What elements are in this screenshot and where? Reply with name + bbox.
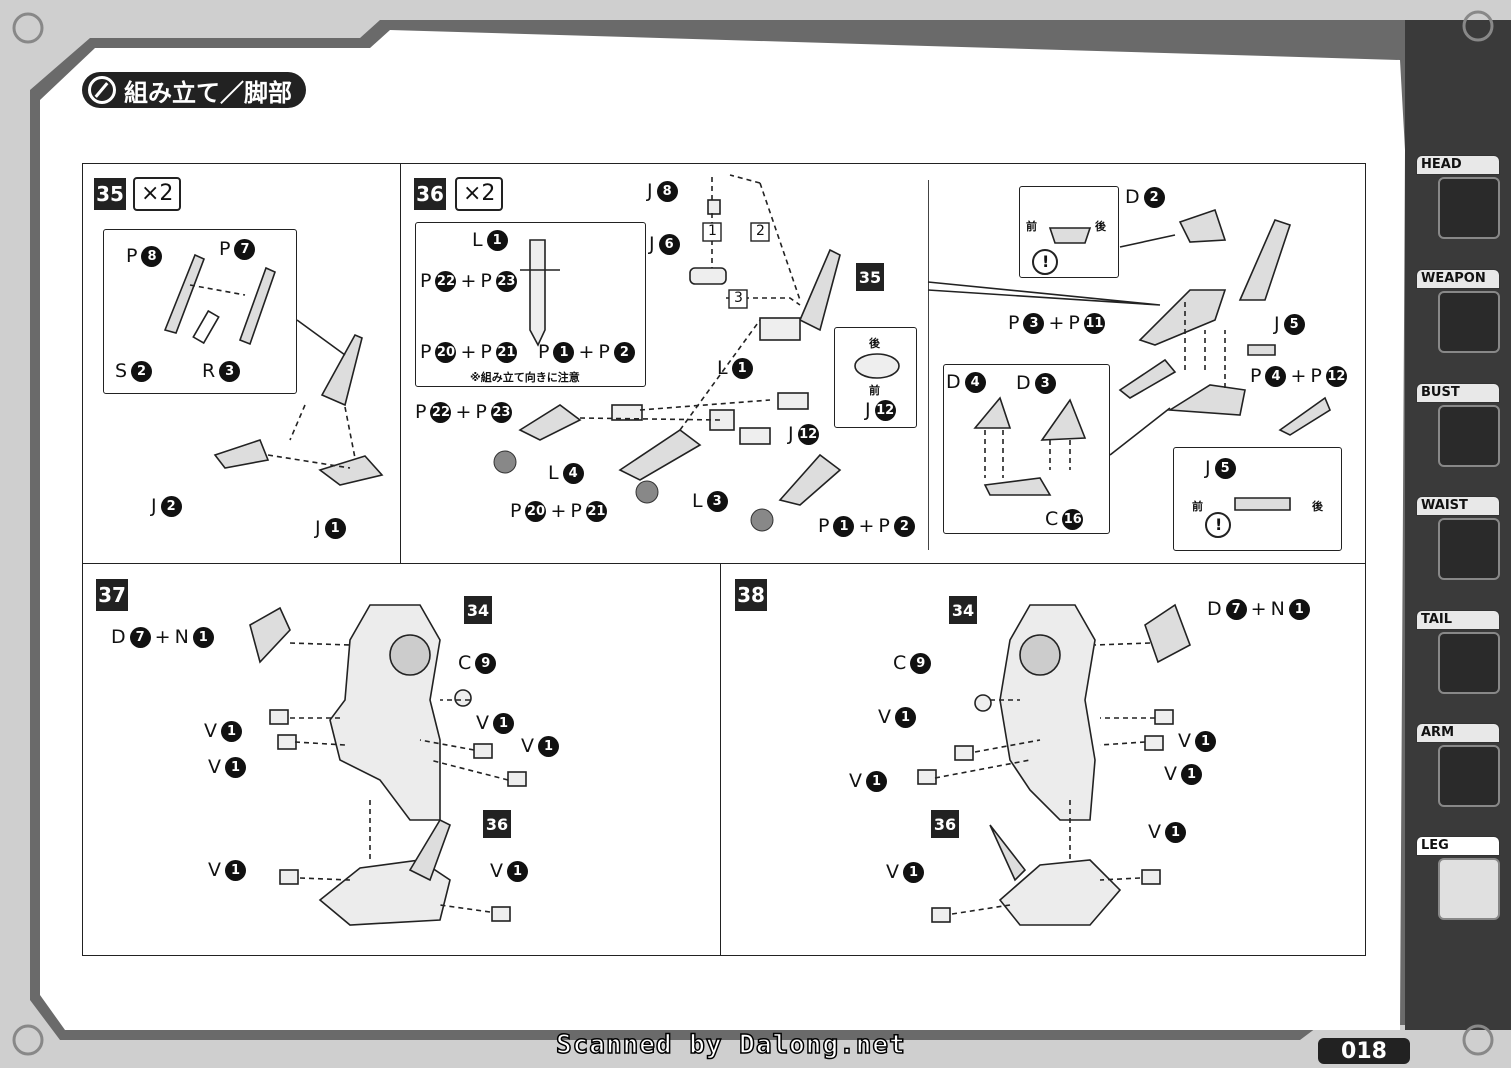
label-front: 前 <box>1026 220 1037 233</box>
step-number: 37 <box>96 579 128 611</box>
arrow-step-label: 1 <box>708 223 717 239</box>
step-number: 35 <box>94 178 126 210</box>
tab-label: TAIL <box>1416 610 1500 630</box>
tab-tail[interactable]: TAIL <box>1416 610 1500 702</box>
bust-icon <box>1438 405 1500 467</box>
tab-waist[interactable]: WAIST <box>1416 496 1500 588</box>
tab-label: WAIST <box>1416 496 1500 516</box>
page-title-text: 組み立て／脚部 <box>124 78 292 107</box>
tab-leg[interactable]: LEG <box>1416 836 1500 928</box>
page-title: 組み立て／脚部 <box>82 72 306 108</box>
tab-arm[interactable]: ARM <box>1416 723 1500 815</box>
multiplier: ×2 <box>133 177 182 211</box>
label-back: 後 <box>1312 500 1323 513</box>
multiplier: ×2 <box>455 177 504 211</box>
gear-icon <box>88 76 116 104</box>
panel-divider <box>928 180 929 550</box>
tab-label: HEAD <box>1416 155 1500 175</box>
callout-step-35: 35 <box>856 263 884 291</box>
callout-step-36: 36 <box>483 810 511 838</box>
dragon-head-icon <box>1438 177 1500 239</box>
arrow-step-label: 3 <box>734 290 743 306</box>
label-back: 後 <box>1095 220 1106 233</box>
caution-icon: ! <box>1215 515 1223 534</box>
tab-label: BUST <box>1416 383 1500 403</box>
claw-weapon-icon <box>1438 291 1500 353</box>
caution-icon: ! <box>1042 252 1050 271</box>
tab-head[interactable]: HEAD <box>1416 155 1500 247</box>
tab-label: WEAPON <box>1416 269 1500 289</box>
step-number: 36 <box>414 178 446 210</box>
tail-icon <box>1438 632 1500 694</box>
callout-step-34: 34 <box>464 596 492 624</box>
assembly-note: ※組み立て向きに注意 <box>470 371 580 384</box>
label-front: 前 <box>1192 500 1203 513</box>
step-number: 38 <box>735 579 767 611</box>
page-number: 018 <box>1318 1038 1410 1064</box>
arrow-step-label: 2 <box>756 223 765 239</box>
tab-label: LEG <box>1416 836 1500 856</box>
callout-step-36: 36 <box>931 810 959 838</box>
tab-label: ARM <box>1416 723 1500 743</box>
scan-credit: Scanned by Dalong.net <box>555 1029 906 1061</box>
label-back: 後 <box>869 337 880 350</box>
leg-icon <box>1438 858 1500 920</box>
tab-weapon[interactable]: WEAPON <box>1416 269 1500 361</box>
arm-icon <box>1438 745 1500 807</box>
tab-bust[interactable]: BUST <box>1416 383 1500 475</box>
waist-icon <box>1438 518 1500 580</box>
callout-step-34: 34 <box>949 596 977 624</box>
label-front: 前 <box>869 384 880 397</box>
